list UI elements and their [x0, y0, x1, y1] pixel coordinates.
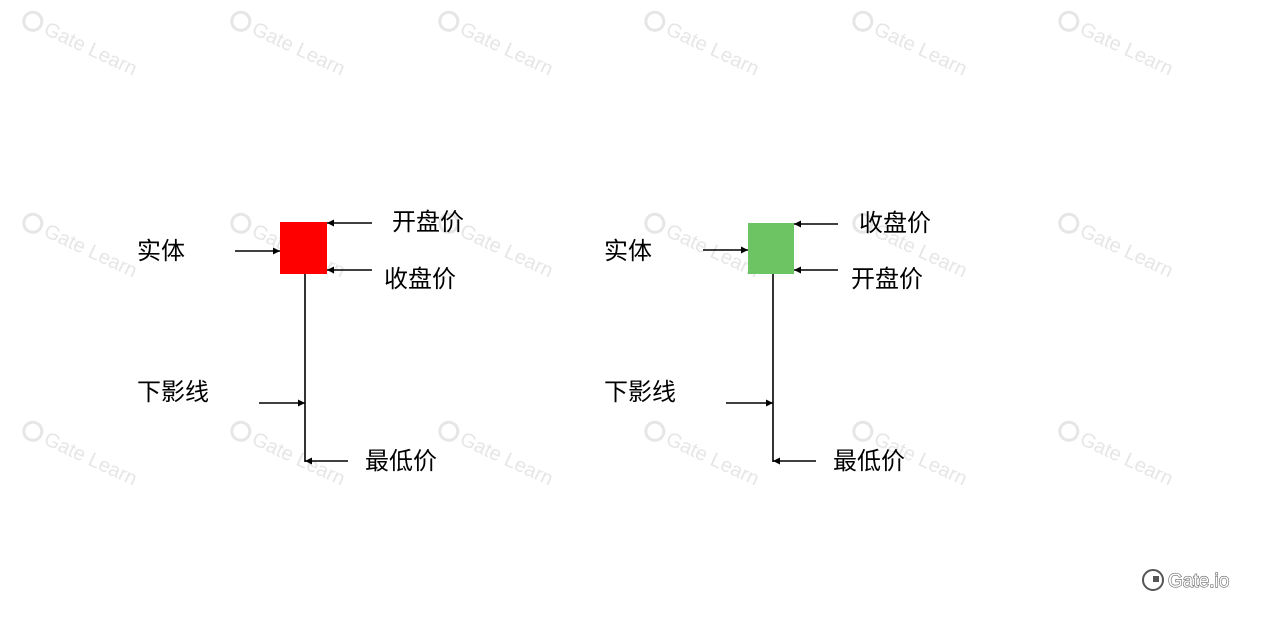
left-candle-body	[280, 222, 327, 274]
right-candle	[703, 220, 838, 465]
right-open-price-label: 开盘价	[851, 265, 923, 293]
right-lower-shadow-label: 下影线	[604, 378, 676, 406]
left-lower-shadow-label: 下影线	[137, 378, 209, 406]
gateio-logo: Gate.io	[1140, 567, 1230, 593]
left-low-price-label: 最低价	[365, 447, 437, 475]
svg-text:Gate.io: Gate.io	[1168, 571, 1229, 592]
right-candle-body	[748, 223, 794, 274]
right-close-price-label: 收盘价	[859, 209, 931, 237]
left-body-label: 实体	[137, 237, 185, 265]
left-close-price-label: 收盘价	[384, 265, 456, 293]
right-body-label: 实体	[604, 237, 652, 265]
left-candle	[235, 219, 372, 465]
left-open-price-label: 开盘价	[392, 208, 464, 236]
right-low-price-label: 最低价	[833, 447, 905, 475]
